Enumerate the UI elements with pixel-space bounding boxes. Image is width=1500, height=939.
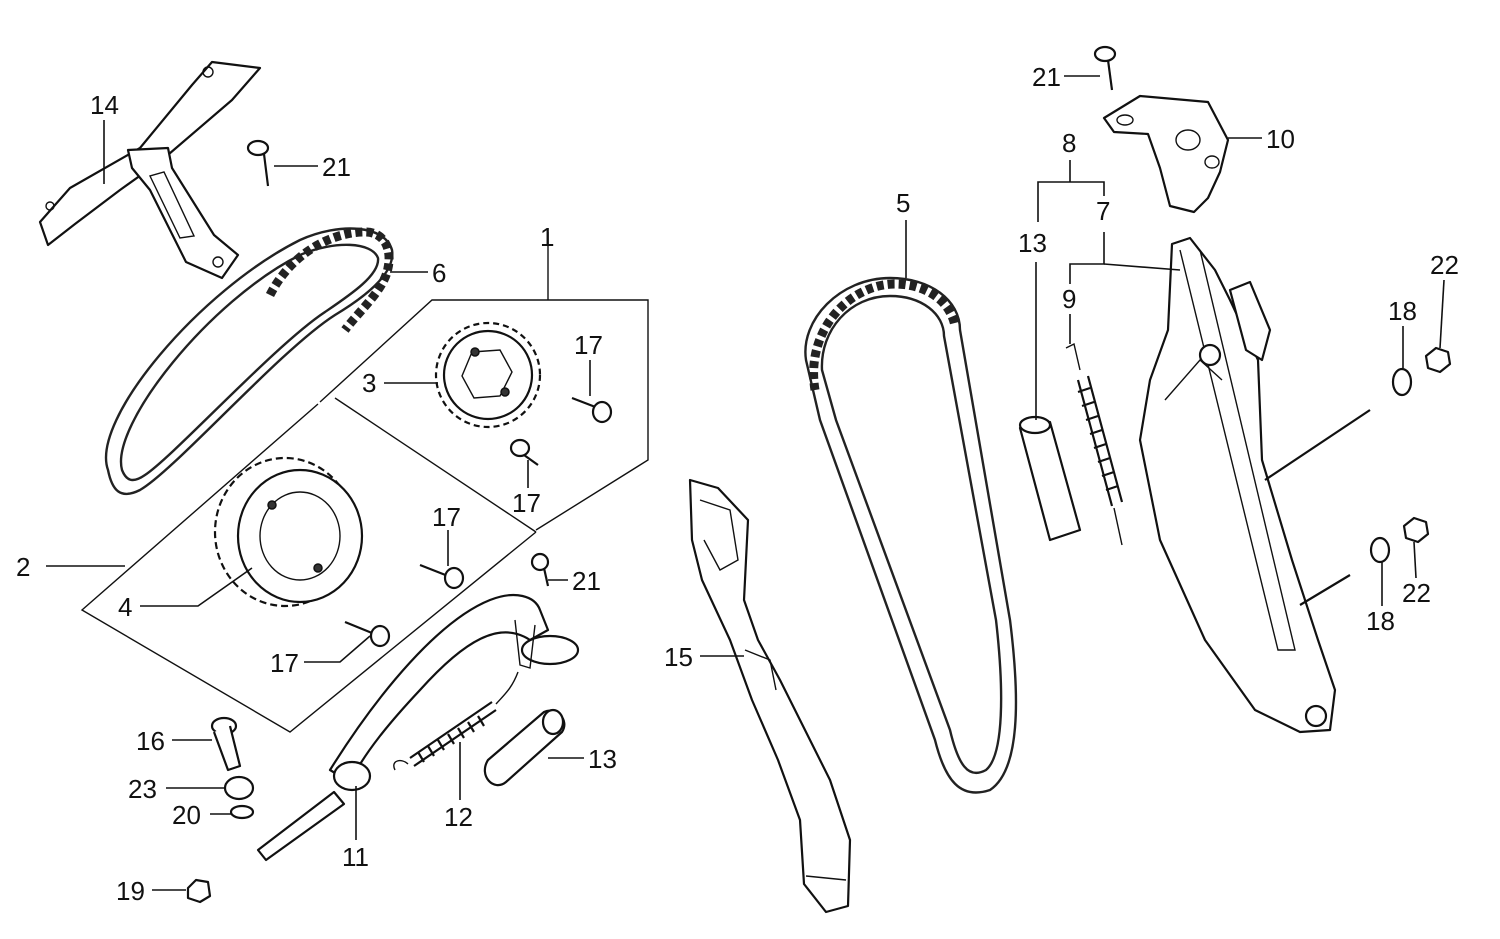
bolt-part-21-c bbox=[1093, 45, 1117, 91]
callout-15: 15 bbox=[664, 642, 693, 672]
tensioner-arm-part-11 bbox=[256, 593, 580, 862]
callout-16: 16 bbox=[136, 726, 165, 756]
callout-21: 21 bbox=[1032, 62, 1061, 92]
cam-chain-part-6 bbox=[105, 227, 394, 496]
callout-20: 20 bbox=[172, 800, 201, 830]
callout-5: 5 bbox=[896, 188, 910, 218]
washer-part-20 bbox=[229, 804, 255, 820]
chain-guide-part-15 bbox=[688, 478, 852, 914]
sleeve-part-13-left bbox=[483, 708, 566, 787]
callout-7: 7 bbox=[1096, 196, 1110, 226]
bolt-part-17-d bbox=[344, 620, 391, 648]
callout-11: 11 bbox=[342, 842, 369, 872]
callout-22: 22 bbox=[1402, 578, 1431, 608]
assembly-outline-2 bbox=[46, 397, 537, 733]
callout-23: 23 bbox=[128, 774, 157, 804]
callout-8: 8 bbox=[1062, 128, 1076, 158]
sprocket-part-3 bbox=[434, 321, 542, 429]
bolt-part-16 bbox=[210, 716, 242, 772]
cam-chain-part-5 bbox=[804, 276, 1018, 794]
nut-part-22-upper bbox=[1424, 346, 1452, 374]
bolt-part-17-b bbox=[509, 438, 539, 466]
callout-14: 14 bbox=[90, 90, 119, 120]
callout-21: 21 bbox=[572, 566, 601, 596]
callout-1: 1 bbox=[540, 222, 554, 252]
callout-6: 6 bbox=[432, 258, 446, 288]
bolt-part-21-a bbox=[246, 139, 270, 187]
bracket-part-14 bbox=[38, 60, 262, 280]
callout-17: 17 bbox=[574, 330, 603, 360]
callout-4: 4 bbox=[118, 592, 132, 622]
callout-13: 13 bbox=[588, 744, 617, 774]
callout-17: 17 bbox=[270, 648, 299, 678]
bolt-part-17-c bbox=[419, 563, 465, 590]
leader-lines bbox=[103, 75, 1445, 891]
callout-9: 9 bbox=[1062, 284, 1076, 314]
sprocket-part-4 bbox=[213, 456, 364, 608]
tensioner-part-7 bbox=[1138, 236, 1371, 734]
callout-10: 10 bbox=[1266, 124, 1295, 154]
callout-17: 17 bbox=[512, 488, 541, 518]
callout-21: 21 bbox=[322, 152, 351, 182]
callout-22: 22 bbox=[1430, 250, 1459, 280]
callout-17: 17 bbox=[432, 502, 461, 532]
spring-part-9 bbox=[1065, 342, 1124, 546]
assembly-outline-1 bbox=[319, 232, 649, 531]
nut-part-23 bbox=[223, 775, 255, 801]
nut-part-22-lower bbox=[1402, 516, 1430, 544]
bolt-part-17-a bbox=[571, 396, 613, 424]
callout-19: 19 bbox=[116, 876, 145, 906]
callout-3: 3 bbox=[362, 368, 376, 398]
washer-part-18-lower bbox=[1369, 536, 1391, 564]
callout-18: 18 bbox=[1388, 296, 1417, 326]
sleeve-part-13-right bbox=[1018, 415, 1082, 542]
cap-part-19 bbox=[186, 878, 212, 904]
washer-part-18-upper bbox=[1391, 367, 1413, 397]
callout-2: 2 bbox=[16, 552, 30, 582]
bracket-part-10 bbox=[1102, 94, 1230, 214]
callout-13: 13 bbox=[1018, 228, 1047, 258]
bolt-part-21-b bbox=[530, 552, 550, 587]
spring-part-12 bbox=[393, 671, 519, 771]
callout-12: 12 bbox=[444, 802, 473, 832]
callout-18: 18 bbox=[1366, 606, 1395, 636]
